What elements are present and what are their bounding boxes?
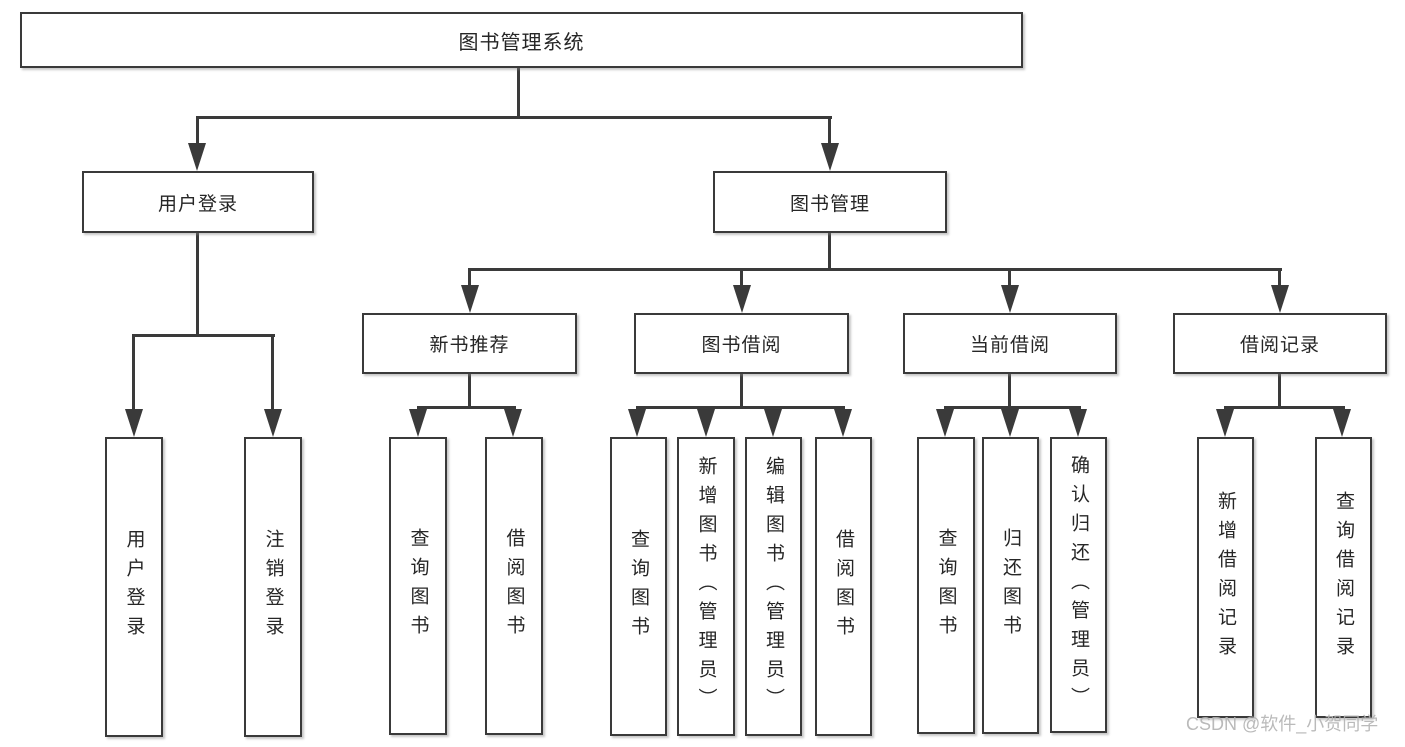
node-label: 借阅记录 [1239, 335, 1320, 356]
connector-shaft [740, 268, 743, 290]
connector-shaft [468, 268, 471, 290]
node-label: 借阅图书 [503, 528, 525, 644]
node-label: 查询图书 [935, 527, 957, 644]
node-label: 新书推荐 [429, 335, 510, 356]
node-book-borrowing: 图书借阅 [634, 313, 849, 374]
node-label: 查询图书 [407, 528, 429, 644]
node-label: 图书借阅 [701, 335, 782, 356]
arrow-down-icon [1001, 409, 1019, 437]
node-system-root: 图书管理系统 [20, 12, 1023, 68]
connector-shaft [196, 116, 199, 150]
arrow-down-icon [1271, 285, 1289, 313]
node-label: 用户登录 [157, 193, 238, 215]
connector-records-horizontal [1224, 406, 1345, 409]
node-label: 注销登录 [262, 529, 284, 645]
leaf-logout: 注销登录 [244, 437, 302, 737]
node-label: 确认归还（管理员） [1068, 454, 1089, 716]
arrow-down-icon [821, 143, 839, 171]
arrow-down-icon [461, 285, 479, 313]
connector-mgmt-horizontal [469, 268, 1282, 271]
arrow-down-icon [1069, 409, 1087, 437]
arrow-down-icon [764, 409, 782, 437]
leaf-current-query: 查询图书 [917, 437, 975, 734]
connector-newbook-stem [468, 374, 471, 409]
node-book-management: 图书管理 [713, 171, 947, 233]
connector-root-horizontal [196, 116, 832, 119]
connector-login-stem [196, 233, 199, 337]
leaf-newbook-borrow: 借阅图书 [485, 437, 543, 735]
arrow-down-icon [936, 409, 954, 437]
leaf-records-add: 新增借阅记录 [1197, 437, 1254, 718]
leaf-borrow-query: 查询图书 [610, 437, 667, 736]
node-label: 当前借阅 [969, 335, 1050, 356]
arrow-down-icon [1333, 409, 1351, 437]
connector-shaft [1278, 268, 1281, 290]
connector-borrow-horizontal [636, 406, 845, 409]
connector-root-stem [517, 68, 520, 118]
node-label: 新增借阅记录 [1215, 490, 1236, 665]
connector-shaft [1008, 268, 1011, 290]
leaf-current-confirm-admin: 确认归还（管理员） [1050, 437, 1107, 733]
node-current-borrowing: 当前借阅 [903, 313, 1117, 374]
connector-borrow-stem [740, 374, 743, 409]
arrow-down-icon [733, 285, 751, 313]
arrow-down-icon [697, 409, 715, 437]
connector-current-horizontal [944, 406, 1081, 409]
connector-current-stem [1008, 374, 1011, 409]
node-label: 图书管理系统 [458, 31, 585, 54]
connector-shaft [271, 334, 274, 412]
arrow-down-icon [409, 409, 427, 437]
node-label: 查询借阅记录 [1333, 490, 1354, 665]
watermark-text: CSDN @软件_小贺同学 [1186, 714, 1379, 734]
leaf-newbook-query: 查询图书 [389, 437, 447, 735]
arrow-down-icon [188, 143, 206, 171]
arrow-down-icon [628, 409, 646, 437]
node-label: 图书管理 [789, 193, 870, 215]
node-label: 新增图书（管理员） [695, 456, 717, 717]
connector-records-stem [1278, 374, 1281, 409]
node-borrowing-records: 借阅记录 [1173, 313, 1387, 374]
arrow-down-icon [834, 409, 852, 437]
connector-shaft [132, 334, 135, 412]
connector-mgmt-stem [828, 233, 831, 271]
node-label: 用户登录 [123, 529, 145, 645]
leaf-borrow-add-admin: 新增图书（管理员） [677, 437, 735, 736]
leaf-borrow-borrow: 借阅图书 [815, 437, 872, 736]
leaf-current-return: 归还图书 [982, 437, 1039, 734]
arrow-down-icon [1001, 285, 1019, 313]
connector-login-horizontal [133, 334, 275, 337]
arrow-down-icon [264, 409, 282, 437]
node-label: 查询图书 [628, 528, 649, 645]
node-label: 归还图书 [1000, 527, 1021, 644]
node-label: 编辑图书（管理员） [763, 456, 784, 717]
arrow-down-icon [1216, 409, 1234, 437]
arrow-down-icon [504, 409, 522, 437]
node-label: 借阅图书 [833, 528, 854, 645]
connector-shaft [828, 116, 831, 150]
node-user-login: 用户登录 [82, 171, 314, 233]
arrow-down-icon [125, 409, 143, 437]
connector-newbook-horizontal [417, 406, 516, 409]
leaf-records-query: 查询借阅记录 [1315, 437, 1372, 718]
leaf-borrow-edit-admin: 编辑图书（管理员） [745, 437, 802, 736]
leaf-user-login: 用户登录 [105, 437, 163, 737]
node-new-book-recommend: 新书推荐 [362, 313, 577, 374]
